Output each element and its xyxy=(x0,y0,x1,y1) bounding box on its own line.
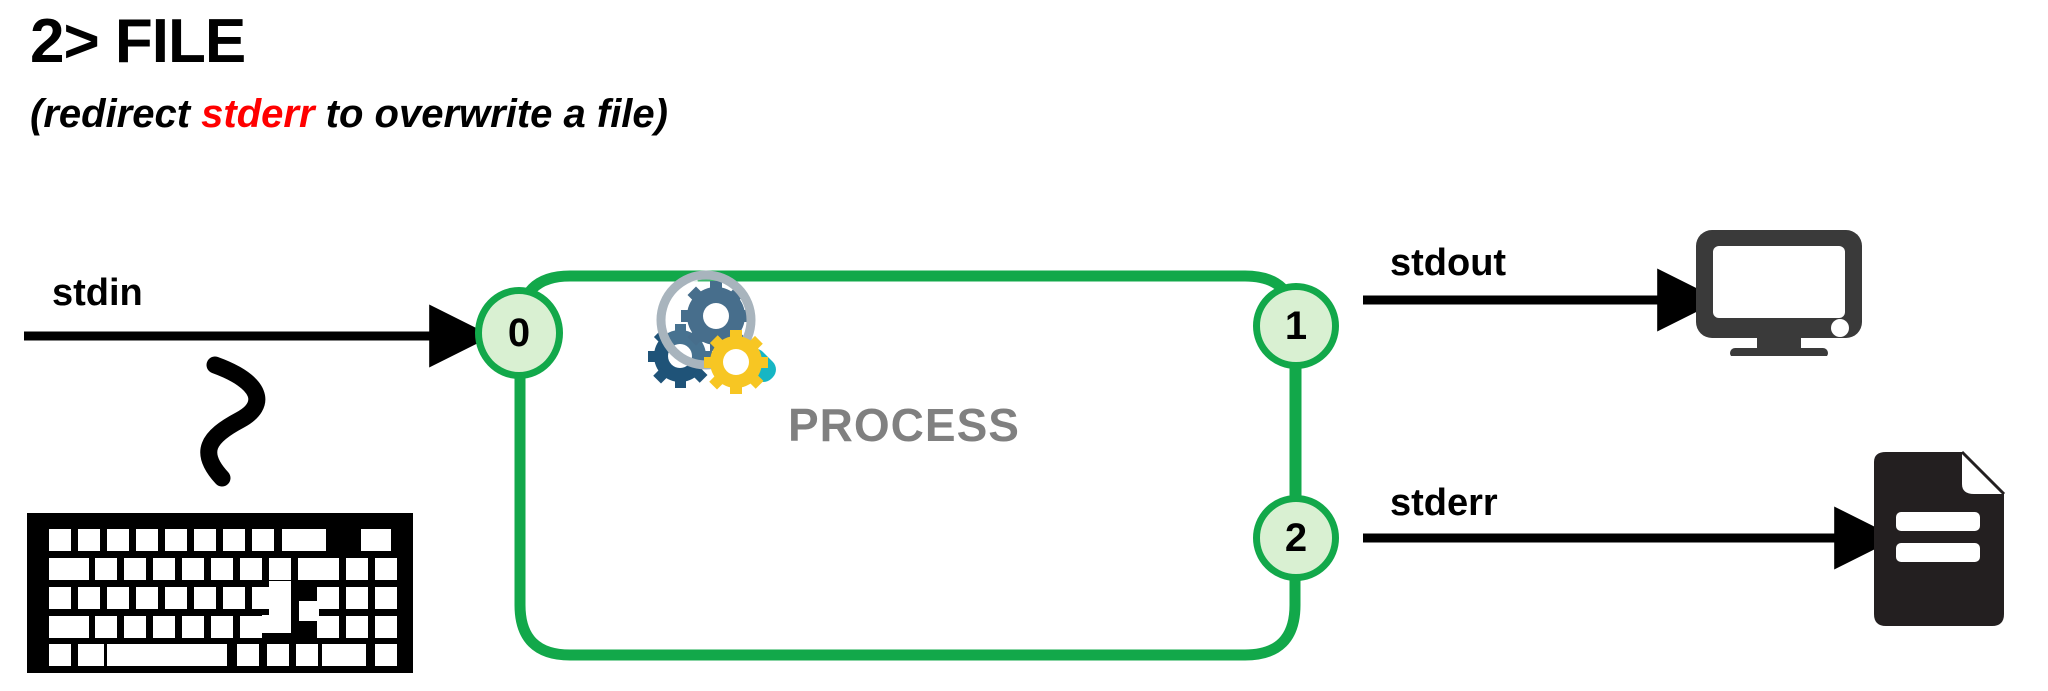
stderr-label: stderr xyxy=(1390,482,1498,524)
process-label: PROCESS xyxy=(788,399,1020,451)
node-label: 1 xyxy=(1284,303,1308,348)
subtitle-suffix: to overwrite a file) xyxy=(314,92,668,136)
node-stdout-descriptor[interactable]: 1 xyxy=(1253,283,1339,369)
node-stdin-descriptor[interactable]: 0 xyxy=(475,287,563,379)
stdout-label: stdout xyxy=(1390,242,1507,284)
subtitle-highlight-stderr: stderr xyxy=(201,92,315,136)
page-title: 2> FILE xyxy=(30,7,246,76)
monitor-icon xyxy=(1696,230,1862,356)
node-stderr-descriptor[interactable]: 2 xyxy=(1253,495,1339,581)
file-document-icon xyxy=(1874,450,2006,626)
process-box-outline xyxy=(514,270,1301,661)
node-label: 0 xyxy=(507,310,531,355)
stdin-label: stdin xyxy=(52,272,143,314)
gears-magnifier-icon xyxy=(648,270,776,394)
keyboard-icon xyxy=(27,513,413,673)
subtitle-prefix: (redirect xyxy=(30,92,202,136)
page-subtitle: (redirect stderr to overwrite a file) xyxy=(30,90,668,138)
node-label: 2 xyxy=(1284,515,1308,560)
cable-squiggle-icon xyxy=(200,356,266,487)
